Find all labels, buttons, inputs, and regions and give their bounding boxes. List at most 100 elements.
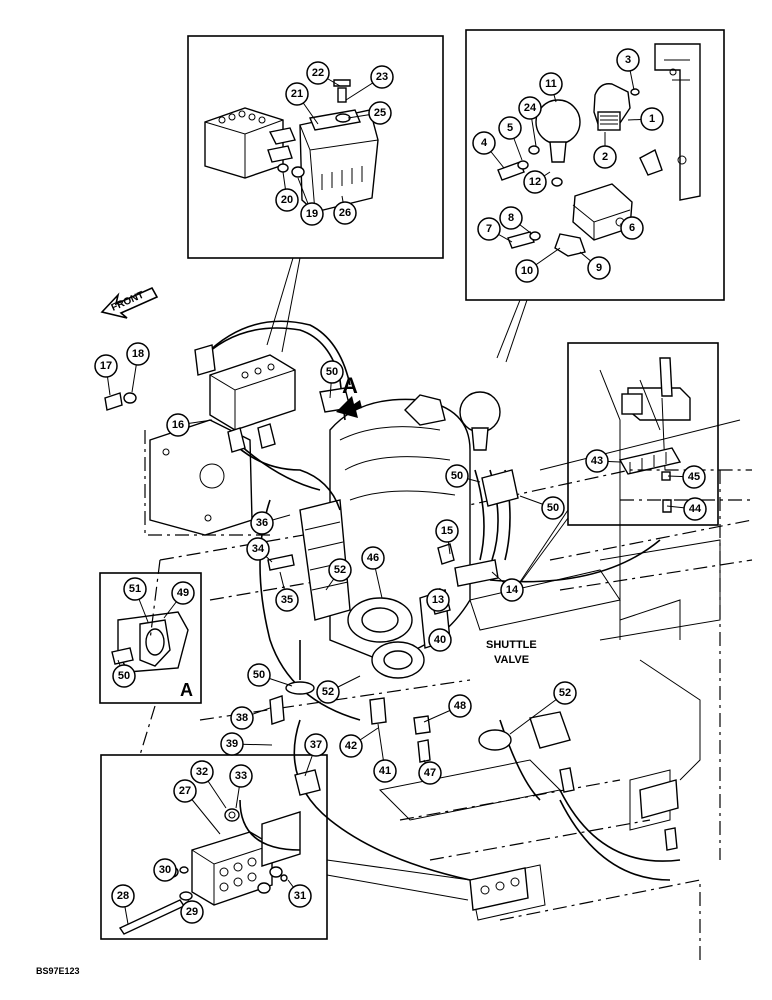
callout-39: 39 [220,732,273,756]
callout-number: 22 [312,67,324,79]
callout-number: 1 [649,113,655,125]
callout-number: 50 [253,669,265,681]
callout-circle [275,188,299,212]
callout-circle [539,72,563,96]
callout-19: 19 [297,177,324,226]
callout-circle [435,519,459,543]
callout-circle [553,681,577,705]
callout-46: 46 [361,546,385,599]
callout-number: 30 [159,864,171,876]
callout-5: 5 [498,116,523,161]
inset-right-parts [618,357,691,513]
callout-number: 18 [132,348,144,360]
callout-1: 1 [627,107,664,131]
callout-circle [180,900,204,924]
callout-12: 12 [523,170,551,194]
callout-circle [111,884,135,908]
callout-6: 6 [619,216,644,240]
callout-circle [112,664,136,688]
inset-top-right-parts [497,43,701,257]
callout-number: 16 [172,419,184,431]
callout-number: 41 [379,765,391,777]
callout-22: 22 [306,61,341,87]
callout-circle [515,259,539,283]
callout-number: 21 [291,88,303,100]
callout-49: 49 [163,581,195,619]
callout-52: 52 [509,681,577,735]
callout-number: 13 [432,594,444,606]
callout-41: 41 [373,723,397,783]
callout-11: 11 [539,72,563,103]
callout-circle [500,578,524,602]
callout-circle [620,216,644,240]
callout-circle [428,628,452,652]
callout-circle [320,360,344,384]
callout-circle [166,413,190,437]
callout-circle [250,511,274,535]
callout-number: 50 [118,670,130,682]
callout-circle [499,206,523,230]
callout-36: 36 [250,511,291,535]
callout-32: 32 [190,760,227,809]
callout-17: 17 [94,354,118,396]
callout-25: 25 [347,101,392,125]
callout-circle [173,779,197,803]
callout-40: 40 [428,628,452,652]
callout-16: 16 [166,413,213,437]
callout-18: 18 [126,342,150,393]
shuttle-valve-label-line2: VALVE [494,654,529,666]
callout-number: 35 [281,594,293,606]
callout-circle [230,706,254,730]
callout-number: 14 [506,584,519,596]
inset-frame-top-right [465,29,725,301]
callout-21: 21 [285,82,319,125]
callout-10: 10 [515,247,561,283]
callout-circle [523,170,547,194]
callout-number: 38 [236,712,248,724]
inset-frame-right [567,342,719,526]
callout-number: 32 [196,766,208,778]
callout-51: 51 [123,577,149,623]
callout-circle [498,116,522,140]
callout-number: 23 [376,71,388,83]
inset-frame-top-left [187,35,444,259]
fittings-and-clamps [104,387,679,911]
callout-number: 34 [252,543,265,555]
callout-number: 50 [451,470,463,482]
callout-circle [153,858,177,882]
callout-26: 26 [333,195,357,225]
callout-circle [316,680,340,704]
callout-number: 42 [345,740,357,752]
callout-circle [333,201,357,225]
callout-number: 46 [367,552,379,564]
callout-number: 5 [507,122,513,134]
callout-circle [247,663,271,687]
callout-number: 29 [186,906,198,918]
callout-number: 9 [596,262,602,274]
callout-circle [361,546,385,570]
callout-45: 45 [667,465,706,489]
callout-4: 4 [472,131,505,169]
callout-number: 19 [306,208,318,220]
callout-number: 15 [441,525,453,537]
callout-circle [585,449,609,473]
callout-number: 28 [117,890,129,902]
callout-37: 37 [304,733,328,777]
callout-7: 7 [477,217,513,243]
callout-48: 48 [423,694,472,723]
callout-47: 47 [418,759,442,785]
callout-circle [683,497,707,521]
callout-circle [445,464,469,488]
callout-circle [477,217,501,241]
callout-number: 24 [524,102,537,114]
shuttle-valve-label-line1: SHUTTLE [486,639,537,651]
hydraulic-hoses [199,320,681,881]
pump-assembly [299,391,501,679]
callout-number: 37 [310,739,322,751]
callout-number: 36 [256,517,268,529]
callout-24: 24 [518,96,542,147]
callout-number: 39 [226,738,238,750]
callout-circle [593,145,617,169]
callout-number: 10 [521,265,533,277]
callout-circle [541,496,565,520]
